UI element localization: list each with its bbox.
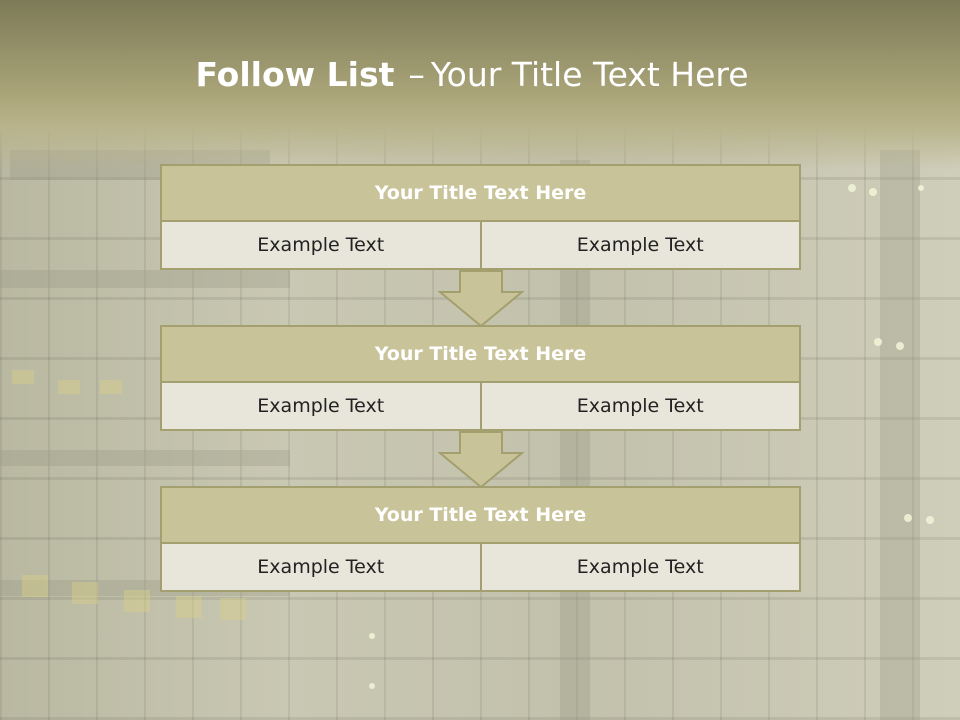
follow-step-1: Your Title Text Here Example Text Exampl…	[160, 164, 801, 270]
step-1-right-cell: Example Text	[479, 222, 799, 268]
arrow-down-icon	[438, 270, 524, 328]
step-3-right-cell: Example Text	[479, 544, 799, 590]
title-rest: Your Title Text Here	[430, 55, 749, 94]
title-band	[0, 0, 960, 170]
arrow-down-icon	[438, 431, 524, 489]
step-2-right-cell: Example Text	[479, 383, 799, 429]
step-1-left-cell: Example Text	[162, 222, 480, 268]
step-3-row: Example Text Example Text	[162, 544, 799, 590]
step-3-left-cell: Example Text	[162, 544, 480, 590]
step-2-row: Example Text Example Text	[162, 383, 799, 429]
follow-step-3: Your Title Text Here Example Text Exampl…	[160, 486, 801, 592]
step-3-header: Your Title Text Here	[162, 488, 799, 544]
follow-step-2: Your Title Text Here Example Text Exampl…	[160, 325, 801, 431]
step-1-header: Your Title Text Here	[162, 166, 799, 222]
title-bold: Follow List	[195, 55, 395, 94]
step-2-header: Your Title Text Here	[162, 327, 799, 383]
step-2-left-cell: Example Text	[162, 383, 480, 429]
step-1-row: Example Text Example Text	[162, 222, 799, 268]
title-separator: –	[408, 55, 425, 94]
slide-title: Follow List–Your Title Text Here	[0, 52, 944, 98]
